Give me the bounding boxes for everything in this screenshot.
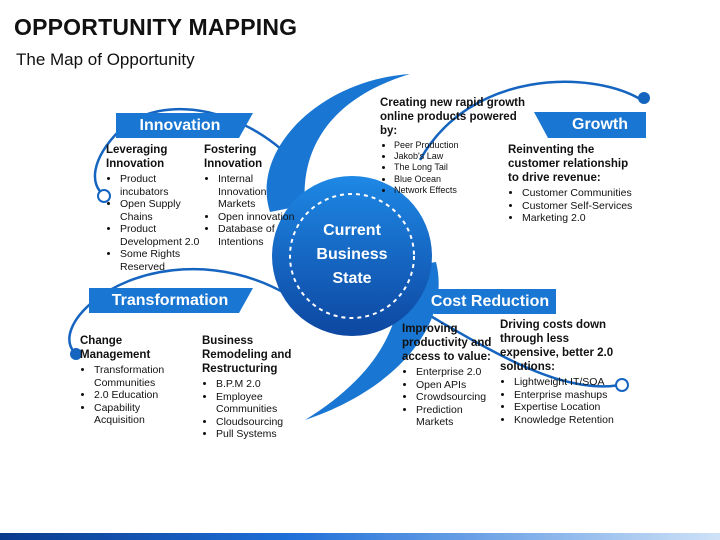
innovation-banner (116, 113, 253, 138)
center-circle (272, 176, 432, 336)
list-item: Network Effects (394, 185, 530, 196)
cost-reduction-col1-heading: Improving productivity and access to val… (402, 323, 492, 363)
page-subtitle: The Map of Opportunity (16, 50, 195, 69)
list-item: Pull Systems (216, 428, 320, 441)
transformation-col2: Business Remodeling and Restructuring B.… (202, 334, 320, 441)
list-item: Open Supply Chains (120, 198, 202, 223)
list-item: Capability Acquisition (94, 402, 190, 427)
list-item: Transformation Communities (94, 364, 190, 389)
transformation-banner (89, 288, 253, 313)
transformation-end-dot (70, 348, 82, 360)
list-item: The Long Tail (394, 162, 530, 173)
list-item: Prediction Markets (416, 404, 500, 429)
list-item: Expertise Location (514, 401, 628, 414)
list-item: B.P.M 2.0 (216, 378, 320, 391)
list-item: Knowledge Retention (514, 414, 628, 427)
transformation-col2-heading: Business Remodeling and Restructuring (202, 335, 292, 375)
growth-end-dot (638, 92, 650, 104)
transformation-col1-heading: Change Management (80, 335, 151, 361)
growth-banner-label: Growth (572, 116, 628, 133)
list-item: Employee Communities (216, 391, 320, 416)
list-item: Customer Communities (522, 187, 636, 200)
list-item: Database of Intentions (218, 223, 300, 248)
growth-banner (534, 112, 646, 138)
list-item: Crowdsourcing (416, 391, 500, 404)
list-item: Blue Ocean (394, 174, 530, 185)
list-item: Enterprise 2.0 (416, 366, 500, 379)
list-item: Jakob's Law (394, 151, 530, 162)
innovation-col1-heading: Leveraging Innovation (106, 144, 168, 170)
bottom-accent-bar (0, 533, 720, 540)
innovation-banner-label: Innovation (139, 117, 221, 134)
cost-reduction-col2: Driving costs down through less expensiv… (500, 318, 628, 426)
cost-reduction-arc (419, 308, 621, 388)
transformation-arc (68, 267, 289, 353)
growth-col1-heading: Creating new rapid growth online product… (380, 97, 526, 137)
growth-col2-heading: Reinventing the customer relationship to… (508, 144, 629, 184)
cost-reduction-end-dot (615, 378, 629, 392)
innovation-col2-heading: Fostering Innovation (204, 144, 263, 170)
innovation-col2: Fostering Innovation Internal Innovation… (204, 143, 300, 248)
cost-reduction-col1: Improving productivity and access to val… (402, 322, 500, 429)
list-item: Marketing 2.0 (522, 212, 636, 225)
list-item: Open innovation (218, 211, 300, 224)
cost-reduction-col2-heading: Driving costs down through less expensiv… (500, 319, 614, 373)
transformation-banner-label: Transformation (111, 292, 229, 309)
center-dashed-ring (289, 193, 415, 319)
growth-arc (418, 80, 641, 161)
cost-reduction-banner-label: Cost Reduction (430, 293, 550, 310)
growth-col2: Reinventing the customer relationship to… (508, 143, 636, 225)
list-item: Some Rights Reserved (120, 248, 202, 273)
list-item: Cloudsourcing (216, 416, 320, 429)
transformation-col1: Change Management Transformation Communi… (80, 334, 190, 427)
cost-reduction-banner (420, 289, 556, 314)
innovation-end-dot (97, 189, 111, 203)
list-item: Open APIs (416, 379, 500, 392)
list-item: Enterprise mashups (514, 389, 628, 402)
list-item: Peer Production (394, 140, 530, 151)
list-item: Internal Innovation Markets (218, 173, 300, 211)
list-item: Customer Self-Services (522, 200, 636, 213)
upper-swoosh (266, 74, 410, 212)
list-item: Product incubators (120, 173, 202, 198)
list-item: 2.0 Education (94, 389, 190, 402)
page-title: OPPORTUNITY MAPPING (14, 14, 298, 40)
list-item: Product Development 2.0 (120, 223, 202, 248)
center-label: Current Business State (316, 222, 388, 287)
growth-col1: Creating new rapid growth online product… (380, 96, 530, 196)
innovation-col1: Leveraging Innovation Product incubators… (106, 143, 202, 273)
list-item: Lightweight IT/SOA (514, 376, 628, 389)
